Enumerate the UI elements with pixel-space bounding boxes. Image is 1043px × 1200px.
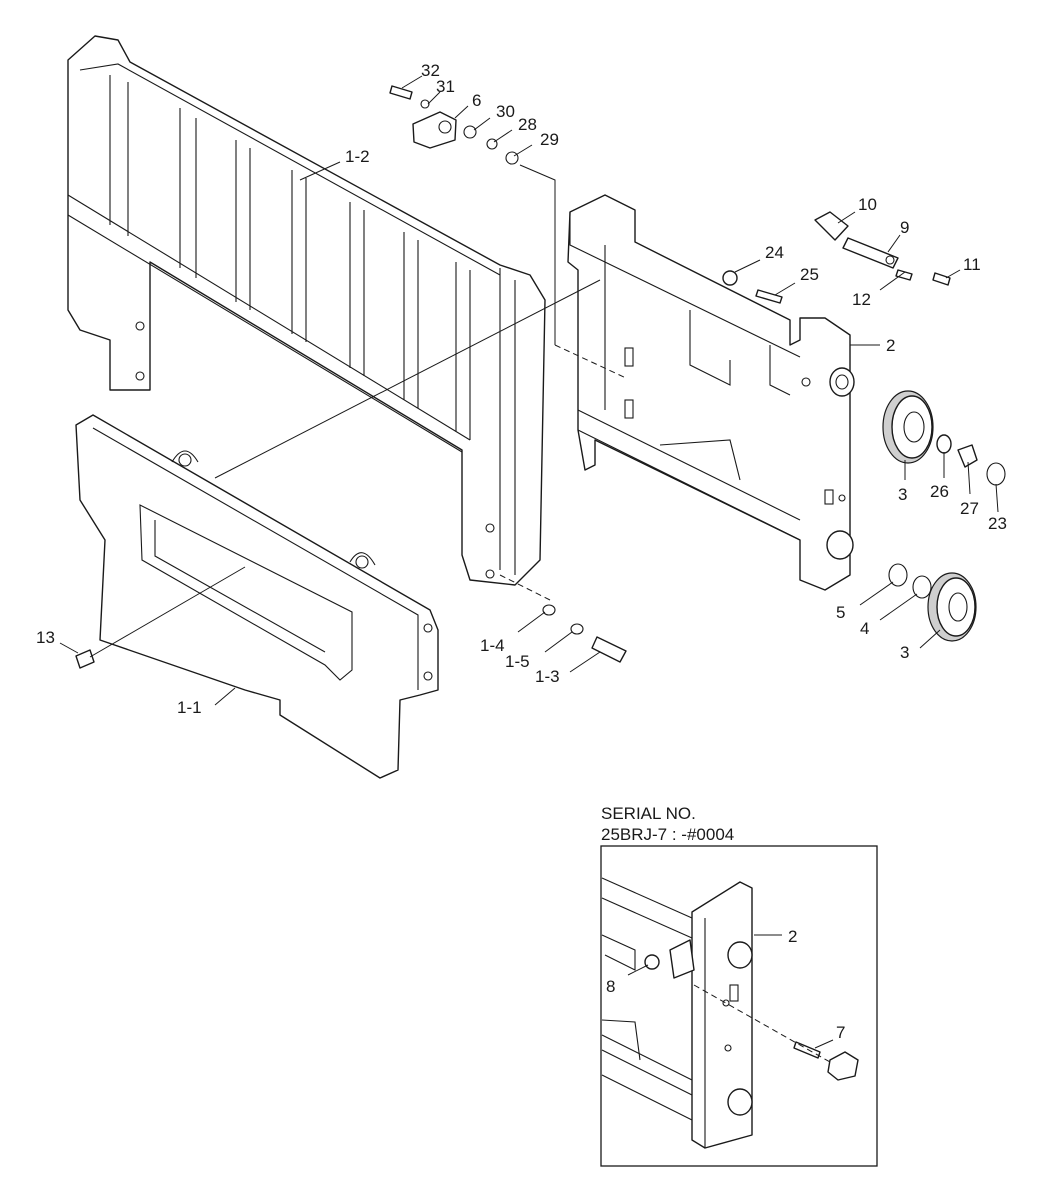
carriage-frame-part — [567, 194, 851, 591]
callout-27: 27 — [960, 499, 979, 518]
callout-26: 26 — [930, 482, 949, 501]
assembly-line — [554, 344, 627, 379]
cap-27 — [957, 444, 978, 468]
callout-11: 11 — [963, 255, 981, 274]
callout-32: 32 — [421, 61, 440, 80]
lower-roller-stud — [826, 530, 854, 560]
washer-1-5 — [570, 623, 584, 635]
callout-9: 9 — [900, 218, 909, 237]
callout-23: 23 — [988, 514, 1007, 533]
assembly-line — [519, 164, 556, 345]
bolt-25 — [755, 289, 783, 304]
callout-3-upper: 3 — [898, 485, 907, 504]
inset-callout-8: 8 — [606, 977, 615, 996]
callout-25: 25 — [800, 265, 819, 284]
callout-28: 28 — [518, 115, 537, 134]
callout-31: 31 — [436, 77, 455, 96]
shim-4 — [912, 575, 932, 599]
assembly-line — [89, 566, 246, 658]
serial-label: SERIAL NO. — [601, 804, 696, 823]
callout-1-2: 1-2 — [345, 147, 370, 166]
callout-3-lower: 3 — [900, 643, 909, 662]
callout-12: 12 — [852, 290, 871, 309]
callout-30: 30 — [496, 102, 515, 121]
pin-assembly — [814, 211, 951, 286]
load-backrest-part — [67, 35, 546, 586]
washer-30 — [463, 125, 477, 139]
washer-1-4 — [542, 604, 556, 616]
upper-roller-bearing — [882, 390, 934, 464]
callout-5: 5 — [836, 603, 845, 622]
inset-callout-2: 2 — [788, 927, 797, 946]
inset-callout-7: 7 — [836, 1023, 845, 1042]
callout-leaders — [59, 75, 999, 706]
shim-5 — [888, 563, 908, 587]
snap-ring-23 — [986, 462, 1006, 486]
callout-24: 24 — [765, 243, 784, 262]
callout-1-3: 1-3 — [535, 667, 560, 686]
bolt-1-3 — [591, 636, 627, 663]
washer-28 — [486, 138, 498, 150]
bolt-32 — [389, 85, 413, 100]
serial-inset: SERIAL NO. 25BRJ-7 : -#0004 2 8 7 — [600, 804, 878, 1167]
nut-24 — [722, 270, 738, 286]
callout-1-5: 1-5 — [505, 652, 530, 671]
lower-roller-bearing — [927, 572, 977, 642]
callout-10: 10 — [858, 195, 877, 214]
washer-29 — [505, 151, 519, 165]
upper-roller-stud — [829, 367, 855, 397]
callout-6: 6 — [472, 91, 481, 110]
callout-1-4: 1-4 — [480, 636, 505, 655]
block-6 — [412, 111, 457, 149]
callout-29: 29 — [540, 130, 559, 149]
assembly-line — [214, 279, 601, 479]
serial-range: 25BRJ-7 : -#0004 — [601, 825, 734, 844]
callout-1-1: 1-1 — [177, 698, 202, 717]
callout-13: 13 — [36, 628, 55, 647]
washer-31 — [420, 99, 430, 109]
bolt-13 — [75, 649, 95, 669]
callout-2: 2 — [886, 336, 895, 355]
fork-bracket-part — [75, 414, 439, 779]
callout-4: 4 — [860, 619, 869, 638]
inset-frame — [600, 845, 878, 1167]
shim-26 — [936, 434, 952, 454]
